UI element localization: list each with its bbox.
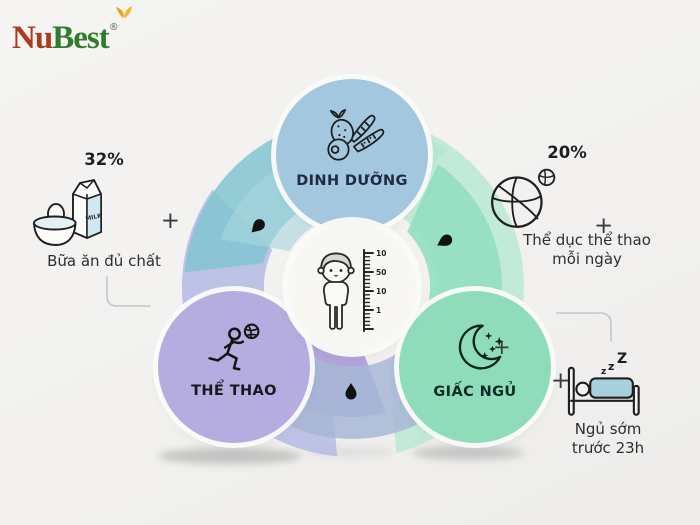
- nubest-logo: NuBest®: [12, 6, 132, 60]
- logo-text-best: Best: [52, 20, 109, 56]
- circle-sleep: GIẤC NGỦ +: [399, 291, 551, 443]
- flow-arrow: [251, 219, 265, 233]
- exercise-caption-line1: Thể dục thể thao: [523, 231, 651, 249]
- sleep-caption-line1: Ngủ sớm: [574, 420, 642, 438]
- moon-stars-icon: [458, 324, 504, 369]
- registered-mark: ®: [108, 22, 119, 33]
- flow-arrow: [345, 383, 357, 400]
- plus-sign: +: [551, 368, 571, 394]
- ground-shadow: [412, 446, 524, 460]
- plus-sign: +: [160, 208, 180, 234]
- nutrition-percent: 32%: [84, 150, 124, 169]
- milk-label: MILK: [85, 212, 103, 222]
- ruler-label: 1: [376, 306, 381, 315]
- basketball-icon: [491, 168, 556, 228]
- runner-icon: [208, 323, 260, 370]
- exercise-percent: 20%: [547, 143, 587, 162]
- sleep-caption-line2: trước 23h: [571, 438, 645, 457]
- plus-sign: +: [594, 213, 614, 239]
- ground-shadow: [158, 448, 302, 464]
- ruler-label: 10: [376, 249, 386, 258]
- circle-nutrition: DINH DƯỠNG: [276, 79, 428, 231]
- bed-icon: [567, 366, 640, 416]
- connector-line: [556, 312, 612, 342]
- annotation-nutrition: 32% MILK + Bữa ăn đủ chất: [28, 150, 180, 271]
- nutrition-caption: Bữa ăn đủ chất: [47, 252, 161, 270]
- exercise-caption-line2: mỗi ngày: [552, 249, 622, 268]
- child-height-ruler-icon: 10 50 10 1: [317, 249, 386, 332]
- connector-line: [106, 276, 151, 307]
- annotation-exercise: 20% + Thể dục thể thao mỗi ngày: [491, 143, 672, 269]
- circle-center-growth: 10 50 10 1: [288, 223, 416, 351]
- flow-arrow: [437, 234, 453, 246]
- plus-sign: +: [493, 335, 511, 359]
- vegetables-icon: [327, 108, 385, 161]
- ruler-label: 50: [376, 268, 386, 277]
- circle-sports: THỂ THAO: [158, 291, 310, 443]
- logo-leaf-icon: [116, 6, 132, 18]
- ruler-label: 10: [376, 287, 386, 296]
- label-nutrition: DINH DƯỠNG: [296, 172, 408, 189]
- label-sports: THỂ THAO: [191, 382, 277, 399]
- logo-text-nu: Nu: [12, 20, 53, 56]
- zzz-text: z: [608, 360, 615, 373]
- zzz-text: z: [601, 367, 607, 377]
- label-sleep: GIẤC NGỦ: [433, 383, 517, 400]
- zzz-text: Z: [617, 351, 628, 367]
- annotation-sleep: + z z Z Ngủ sớm trước 23h: [543, 340, 673, 458]
- milk-and-bowl-icon: MILK: [33, 179, 103, 246]
